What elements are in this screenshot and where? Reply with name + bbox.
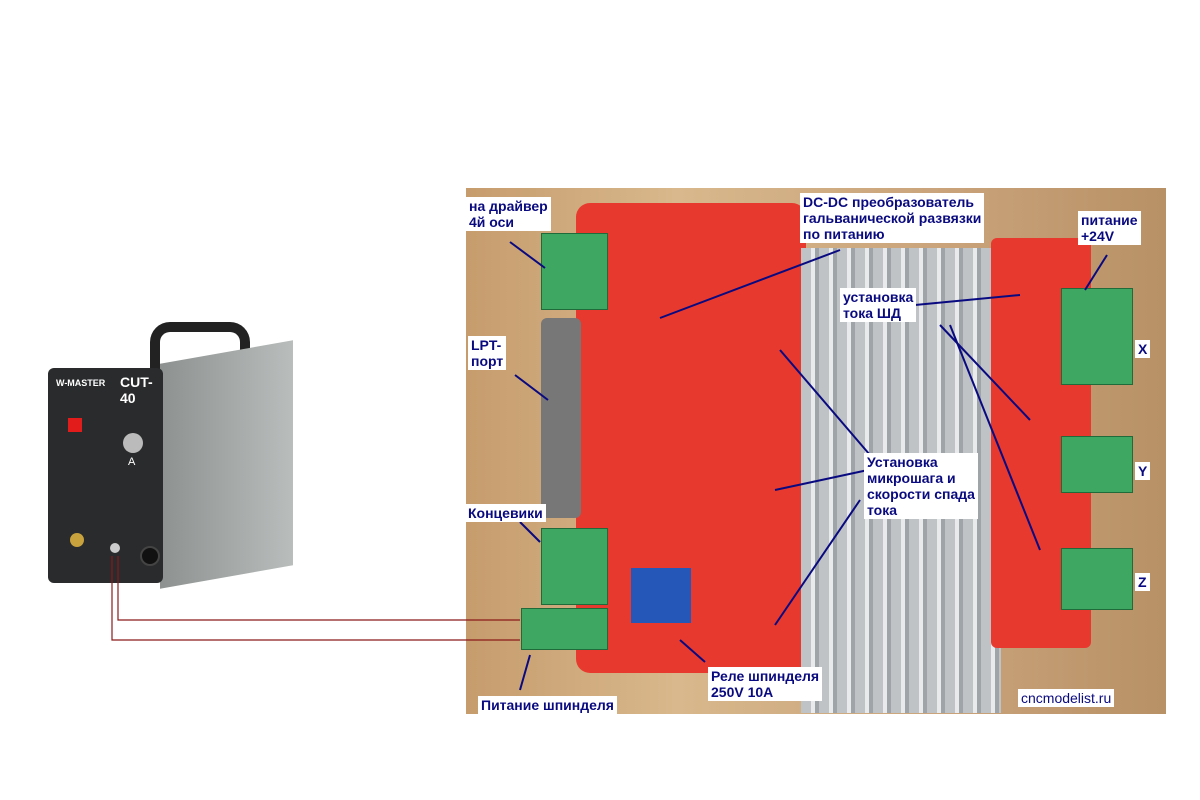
label-axis-y: Y bbox=[1135, 462, 1151, 480]
power-switch bbox=[68, 418, 82, 432]
arrow-4th-axis bbox=[509, 241, 546, 269]
terminal-4th-axis bbox=[541, 233, 608, 310]
terminal-power-x bbox=[1061, 288, 1133, 385]
arrow-limits bbox=[519, 521, 541, 543]
label-lpt: LPT- порт bbox=[468, 336, 507, 370]
arrow-current-2 bbox=[939, 324, 1031, 421]
spindle-wire-2 bbox=[111, 556, 520, 641]
arrow-spindle-power bbox=[519, 654, 531, 691]
arrow-microstep-1 bbox=[779, 349, 871, 456]
label-relay: Реле шпинделя 250V 10A bbox=[708, 667, 823, 701]
welder-handle bbox=[150, 322, 250, 372]
torch-connector bbox=[70, 533, 84, 547]
label-4th-axis: на драйвер 4й оси bbox=[466, 197, 551, 231]
welder-front-panel: W-MASTER CUT-40 A bbox=[48, 368, 163, 583]
label-microstep: Установка микрошага и скорости спада ток… bbox=[864, 453, 978, 519]
terminal-z bbox=[1061, 548, 1133, 610]
relay bbox=[631, 568, 691, 623]
label-current-set: установка тока ШД bbox=[840, 288, 917, 322]
arrow-microstep-2 bbox=[774, 469, 869, 491]
arrow-power24 bbox=[1084, 254, 1108, 291]
dial-unit: A bbox=[128, 456, 136, 468]
terminal-y bbox=[1061, 436, 1133, 493]
welder-model: CUT-40 bbox=[120, 374, 153, 406]
label-dcdc: DC-DC преобразователь гальванической раз… bbox=[800, 193, 985, 243]
label-axis-z: Z bbox=[1135, 573, 1150, 591]
terminal-spindle bbox=[521, 608, 608, 650]
current-dial bbox=[123, 433, 143, 453]
controller-board-photo bbox=[466, 188, 1166, 714]
label-limits: Концевики bbox=[465, 504, 546, 522]
interface-board bbox=[576, 203, 806, 673]
arrow-lpt bbox=[514, 374, 549, 401]
arrow-relay bbox=[679, 639, 706, 663]
ground-connector bbox=[140, 546, 160, 566]
arrow-current-1 bbox=[914, 294, 1021, 306]
label-spindle-power: Питание шпинделя bbox=[478, 696, 617, 714]
arrow-microstep-3 bbox=[774, 499, 861, 626]
arrow-dcdc bbox=[659, 249, 841, 319]
lpt-connector bbox=[541, 318, 581, 518]
arrow-current-3 bbox=[949, 324, 1041, 551]
label-power24: питание +24V bbox=[1078, 211, 1141, 245]
label-axis-x: X bbox=[1135, 340, 1151, 358]
pilot-connector bbox=[110, 543, 120, 553]
terminal-limits bbox=[541, 528, 608, 605]
watermark: cncmodelist.ru bbox=[1018, 689, 1115, 707]
spindle-wire-1 bbox=[117, 556, 520, 621]
welder-brand: W-MASTER bbox=[56, 378, 106, 388]
